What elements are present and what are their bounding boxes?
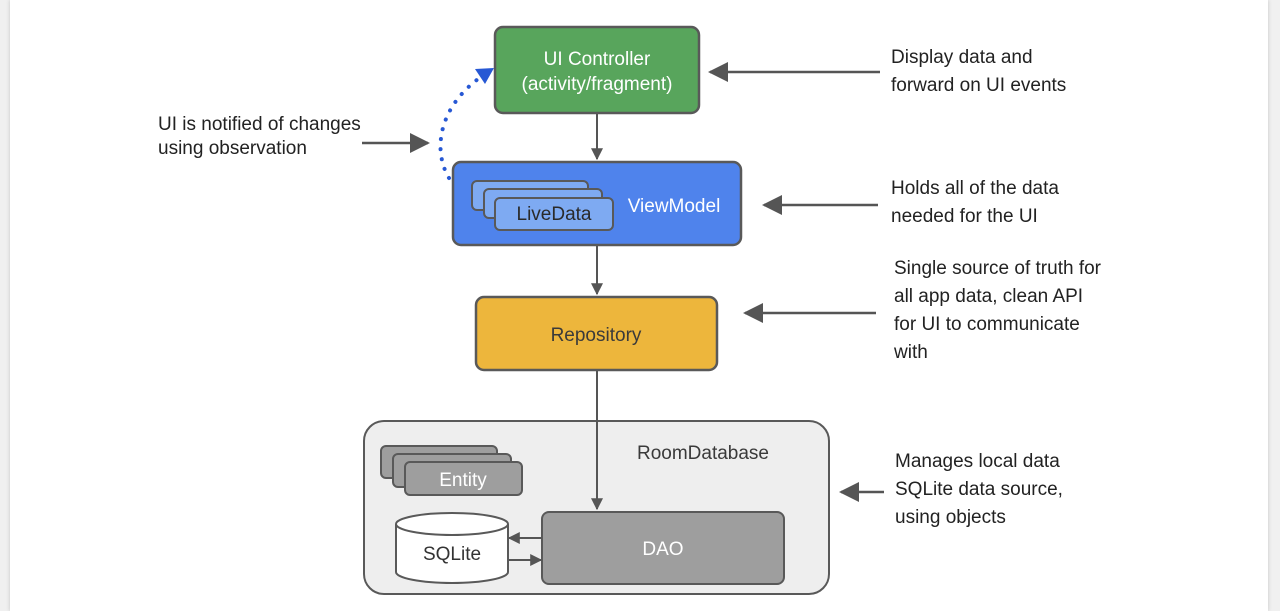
observation-arrowhead	[475, 68, 494, 84]
observation-dotted-arrow	[438, 69, 492, 180]
room-database-annotation: Manages local data SQLite data source, u…	[895, 448, 1063, 532]
observation-annotation-line-1: UI is notified of changes	[158, 114, 361, 135]
room-database-annotation-line-2: SQLite data source,	[895, 479, 1063, 500]
livedata-stack: LiveData	[471, 180, 614, 231]
viewmodel-annotation-line-2: needed for the UI	[891, 206, 1038, 227]
room-database-annotation-line-3: using objects	[895, 507, 1006, 528]
entity-label: Entity	[439, 470, 487, 491]
repository-annotation: Single source of truth for all app data,…	[894, 255, 1101, 367]
dao-label: DAO	[642, 539, 683, 560]
repository-annotation-line-3: for UI to communicate	[894, 314, 1080, 335]
repository-box: Repository	[474, 295, 719, 372]
ui-controller-annotation-line-2: forward on UI events	[891, 75, 1067, 96]
ui-controller-subtitle: (activity/fragment)	[522, 74, 673, 95]
repository-annotation-line-2: all app data, clean API	[894, 286, 1084, 307]
repository-annotation-line-1: Single source of truth for	[894, 258, 1101, 279]
viewmodel-annotation: Holds all of the data needed for the UI	[891, 175, 1059, 231]
room-database-label: RoomDatabase	[637, 443, 769, 464]
repository-annotation-line-4: with	[894, 342, 928, 363]
sqlite-cylinder: SQLite	[395, 512, 509, 584]
entity-stack: Entity	[380, 445, 523, 496]
dao-box: DAO	[541, 511, 785, 585]
observation-annotation: UI is notified of changes using observat…	[158, 111, 361, 163]
repository-label: Repository	[551, 325, 642, 346]
observation-annotation-line-2: using observation	[158, 138, 307, 159]
ui-controller-annotation: Display data and forward on UI events	[891, 44, 1066, 100]
ui-controller-title: UI Controller	[544, 49, 651, 70]
ui-controller-box: UI Controller (activity/fragment)	[493, 25, 701, 115]
viewmodel-label: ViewModel	[628, 196, 721, 217]
viewmodel-annotation-line-1: Holds all of the data	[891, 178, 1059, 199]
sqlite-label: SQLite	[423, 544, 481, 565]
room-database-annotation-line-1: Manages local data	[895, 451, 1060, 472]
livedata-label: LiveData	[517, 204, 592, 225]
ui-controller-annotation-line-1: Display data and	[891, 47, 1033, 68]
